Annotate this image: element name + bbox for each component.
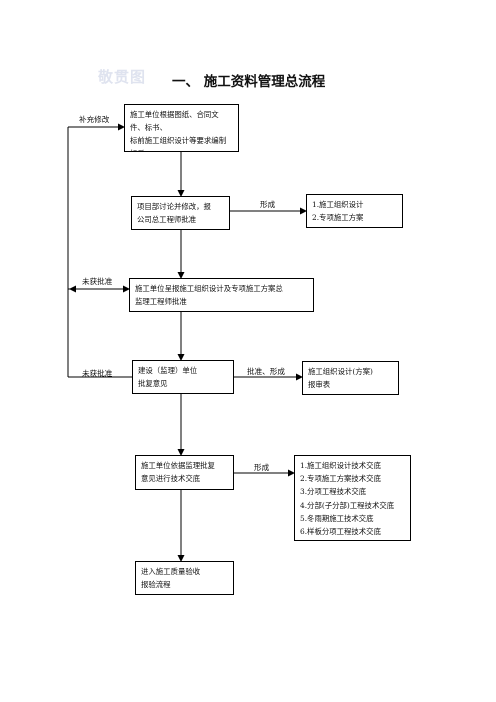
label-not-approved-1: 未获批准 xyxy=(82,277,113,286)
label-supplement: 补充修改 xyxy=(79,115,110,124)
step5-box: 施工单位依据监理批复 意见进行技术交底 xyxy=(135,455,234,490)
step2-box: 项目部讨论并修改，报 公司总工程师批准 xyxy=(131,196,230,230)
step6-box: 进入施工质量验收 报验流程 xyxy=(135,561,234,595)
step4-box: 建设（监理）单位 批复意见 xyxy=(132,360,234,394)
page-title: 一、 施工资料管理总流程 xyxy=(172,74,326,90)
step1-box: 施工单位根据图纸、合同文件、标书、 标前施工组织设计等要求编制标后 施工组织设计… xyxy=(124,104,239,152)
step3-box: 施工单位呈报施工组织设计及专项施工方案总 监理工程师批准 xyxy=(129,278,314,312)
label-form-2: 形成 xyxy=(254,463,270,472)
output-box-plan: 1.施工组织设计 2.专项施工方案 xyxy=(306,194,403,228)
watermark: 敬贯图 xyxy=(98,68,147,86)
output-box-briefing: 1.施工组织设计技术交底 2.专项施工方案技术交底 3.分项工程技术交底 4.分… xyxy=(294,455,411,541)
label-approve-form: 批准、形成 xyxy=(247,367,285,376)
output-box-report: 施工组织设计(方案) 报审表 xyxy=(302,361,399,395)
label-form-1: 形成 xyxy=(260,200,276,209)
label-not-approved-2: 未获批准 xyxy=(82,369,113,378)
